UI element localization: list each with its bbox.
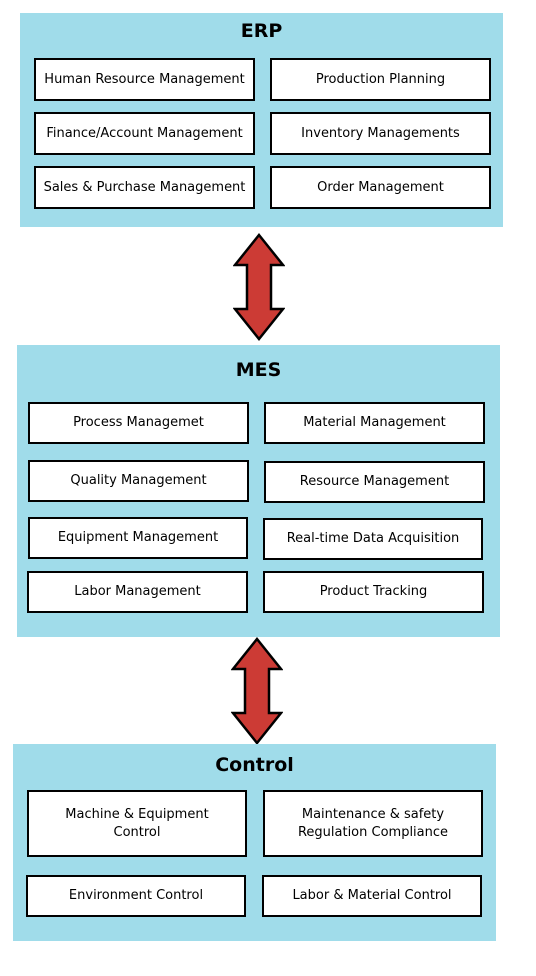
erp-module-human-resource: Human Resource Management <box>34 58 255 101</box>
mes-control-arrow-shape <box>231 637 283 745</box>
erp-panel: ERP Human Resource Management Production… <box>20 13 503 227</box>
mes-module-product-tracking: Product Tracking <box>263 571 484 613</box>
mes-panel: MES Process Managemet Material Managemen… <box>17 345 500 637</box>
erp-module-production-planning: Production Planning <box>270 58 491 101</box>
control-module-labor-material: Labor & Material Control <box>262 875 482 917</box>
mes-module-process: Process Managemet <box>28 402 249 444</box>
erp-mes-bidirectional-arrow-icon <box>233 233 285 341</box>
mes-control-bidirectional-arrow-icon <box>231 637 283 745</box>
erp-module-finance: Finance/Account Management <box>34 112 255 155</box>
erp-module-sales-purchase: Sales & Purchase Management <box>34 166 255 209</box>
mes-module-quality: Quality Management <box>28 460 249 502</box>
erp-mes-arrow-shape <box>233 233 285 341</box>
mes-title: MES <box>235 359 282 381</box>
erp-module-inventory: Inventory Managements <box>270 112 491 155</box>
control-module-environment: Environment Control <box>26 875 246 917</box>
mes-module-realtime-data: Real-time Data Acquisition <box>263 518 483 560</box>
mes-module-material: Material Management <box>264 402 485 444</box>
mes-module-resource: Resource Management <box>264 461 485 503</box>
mes-module-equipment: Equipment Management <box>28 517 248 559</box>
erp-title: ERP <box>240 20 283 42</box>
mes-module-labor: Labor Management <box>27 571 248 613</box>
control-module-maintenance-safety: Maintenance & safety Regulation Complian… <box>263 790 483 857</box>
erp-module-order: Order Management <box>270 166 491 209</box>
control-module-machine-equipment: Machine & Equipment Control <box>27 790 247 857</box>
control-title: Control <box>215 754 294 776</box>
control-panel: Control Machine & Equipment Control Main… <box>13 744 496 941</box>
